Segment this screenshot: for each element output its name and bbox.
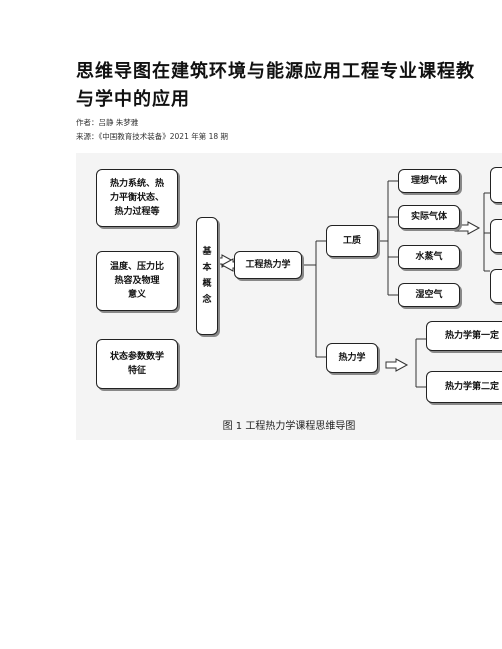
author-line: 作者：吕静 朱梦雅: [76, 118, 139, 127]
gas-box-steam: 水蒸气: [398, 245, 460, 269]
law-box-first: 热力学第一定: [426, 321, 502, 351]
cut-box-3: [490, 269, 502, 303]
branch-box-thermodynamics: 热力学: [326, 343, 378, 373]
concept-box-system: 热力系统、热 力平衡状态、 热力过程等: [96, 169, 178, 227]
figure-caption: 图 1 工程热力学课程思维导图: [222, 421, 356, 432]
root-box: 工程热力学: [234, 251, 302, 279]
article-title: 思维导图在建筑环境与能源应用工程专业课程教与学中的应用: [76, 61, 475, 110]
concept-box-temperature: 温度、压力比 热容及物理 意义: [96, 251, 178, 311]
gas-box-real: 实际气体: [398, 205, 460, 229]
cut-box-2: [490, 219, 502, 253]
branch-box-working-fluid: 工质: [326, 225, 378, 257]
gas-box-humid-air: 湿空气: [398, 283, 460, 307]
cut-box-1: [490, 167, 502, 203]
mind-map-figure: 热力系统、热 力平衡状态、 热力过程等 温度、压力比 热容及物理 意义 状态参数…: [76, 153, 502, 440]
concept-box-state: 状态参数数学 特征: [96, 339, 178, 389]
law-box-second: 热力学第二定: [426, 371, 502, 403]
gas-box-ideal: 理想气体: [398, 169, 460, 193]
source-line: 来源：《中国教育技术装备》2021 年第 18 期: [76, 132, 229, 141]
basic-concept-box: 基 本 概 念: [196, 217, 218, 335]
